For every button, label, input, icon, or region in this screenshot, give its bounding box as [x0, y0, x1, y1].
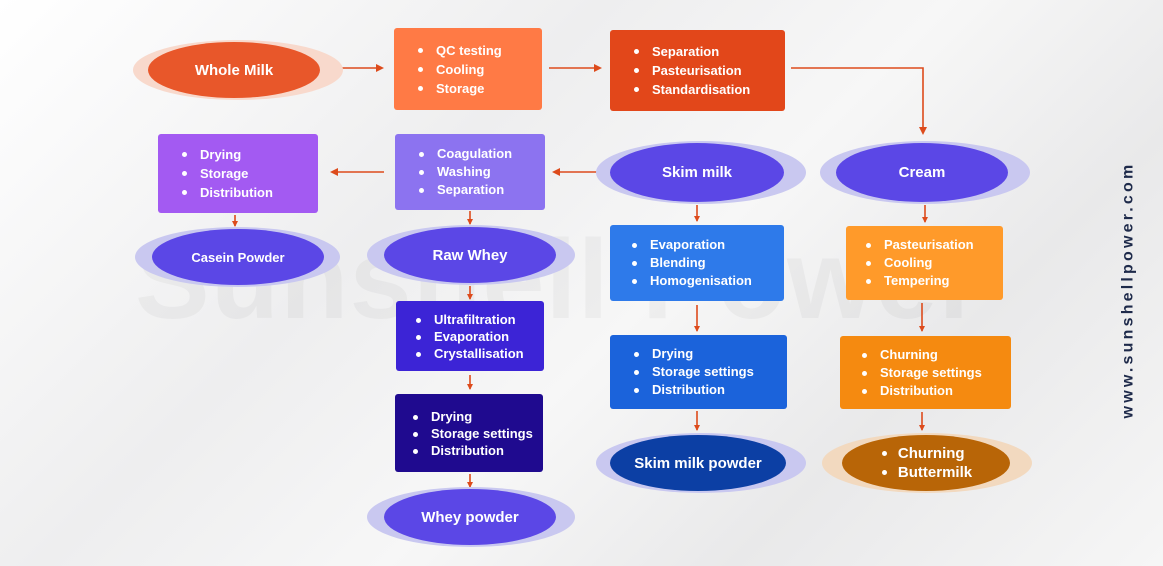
list-item: Washing: [417, 163, 512, 181]
list-item: Cooling: [416, 60, 502, 79]
list-item: Storage settings: [632, 363, 754, 381]
ultrafiltration-list: Ultrafiltration Evaporation Crystallisat…: [396, 311, 524, 362]
cream-node: Cream: [820, 141, 1030, 204]
website-url-text: www.sunshellpower.com: [1119, 161, 1136, 419]
list-item: Coagulation: [417, 145, 512, 163]
list-item: Drying: [632, 345, 754, 363]
website-url: www.sunshellpower.com: [1115, 160, 1141, 420]
separation-list: Separation Pasteurisation Standardisatio…: [610, 42, 750, 99]
list-item: Pasteurisation: [864, 236, 974, 254]
churning-list: Churning Storage settings Distribution: [840, 346, 982, 400]
casein-powder-label: Casein Powder: [152, 229, 324, 285]
list-item: Evaporation: [630, 236, 752, 254]
coagulation-box: Coagulation Washing Separation: [395, 134, 545, 210]
list-item: Drying: [180, 145, 273, 164]
list-item: Storage settings: [411, 425, 533, 442]
qc-testing-list: QC testing Cooling Storage: [394, 41, 502, 98]
buttermilk-label: Churning Buttermilk: [842, 435, 1010, 491]
evaporation-box: Evaporation Blending Homogenisation: [610, 225, 784, 301]
list-item: Drying: [411, 408, 533, 425]
qc-testing-box: QC testing Cooling Storage: [394, 28, 542, 110]
list-item: QC testing: [416, 41, 502, 60]
cream-label: Cream: [836, 143, 1008, 202]
whole-milk-label: Whole Milk: [148, 42, 320, 98]
whole-milk-node: Whole Milk: [133, 40, 343, 100]
list-item: Evaporation: [414, 328, 524, 345]
skim-milk-label: Skim milk: [610, 143, 784, 202]
buttermilk-node: Churning Buttermilk: [822, 433, 1032, 493]
list-item: Churning: [880, 444, 972, 463]
list-item: Distribution: [632, 381, 754, 399]
list-item: Churning: [860, 346, 982, 364]
list-item: Blending: [630, 254, 752, 272]
skim-drying-list: Drying Storage settings Distribution: [610, 345, 754, 399]
buttermilk-list: Churning Buttermilk: [880, 444, 972, 482]
casein-steps-list: Drying Storage Distribution: [158, 145, 273, 202]
casein-steps-box: Drying Storage Distribution: [158, 134, 318, 213]
list-item: Homogenisation: [630, 272, 752, 290]
list-item: Buttermilk: [880, 463, 972, 482]
whey-powder-label: Whey powder: [384, 489, 556, 545]
skim-milk-node: Skim milk: [596, 141, 806, 204]
list-item: Storage: [180, 164, 273, 183]
list-item: Distribution: [860, 382, 982, 400]
skim-milk-powder-label: Skim milk powder: [610, 435, 786, 491]
whey-drying-list: Drying Storage settings Distribution: [395, 408, 533, 459]
list-item: Cooling: [864, 254, 974, 272]
list-item: Ultrafiltration: [414, 311, 524, 328]
list-item: Distribution: [180, 183, 273, 202]
list-item: Distribution: [411, 442, 533, 459]
arrow-separation-to-cream: [791, 67, 927, 135]
whey-drying-box: Drying Storage settings Distribution: [395, 394, 543, 472]
skim-drying-box: Drying Storage settings Distribution: [610, 335, 787, 409]
list-item: Storage: [416, 79, 502, 98]
list-item: Separation: [417, 181, 512, 199]
list-item: Pasteurisation: [632, 61, 750, 80]
skim-milk-powder-node: Skim milk powder: [596, 433, 806, 493]
cream-pasteurisation-list: Pasteurisation Cooling Tempering: [846, 236, 974, 290]
whey-powder-node: Whey powder: [367, 487, 575, 547]
ultrafiltration-box: Ultrafiltration Evaporation Crystallisat…: [396, 301, 544, 371]
cream-pasteurisation-box: Pasteurisation Cooling Tempering: [846, 226, 1003, 300]
evaporation-list: Evaporation Blending Homogenisation: [610, 236, 752, 290]
list-item: Storage settings: [860, 364, 982, 382]
list-item: Tempering: [864, 272, 974, 290]
raw-whey-label: Raw Whey: [384, 227, 556, 283]
list-item: Crystallisation: [414, 345, 524, 362]
churning-box: Churning Storage settings Distribution: [840, 336, 1011, 409]
list-item: Separation: [632, 42, 750, 61]
casein-powder-node: Casein Powder: [135, 227, 340, 287]
list-item: Standardisation: [632, 80, 750, 99]
separation-box: Separation Pasteurisation Standardisatio…: [610, 30, 785, 111]
coagulation-list: Coagulation Washing Separation: [395, 145, 512, 199]
raw-whey-node: Raw Whey: [367, 225, 575, 285]
